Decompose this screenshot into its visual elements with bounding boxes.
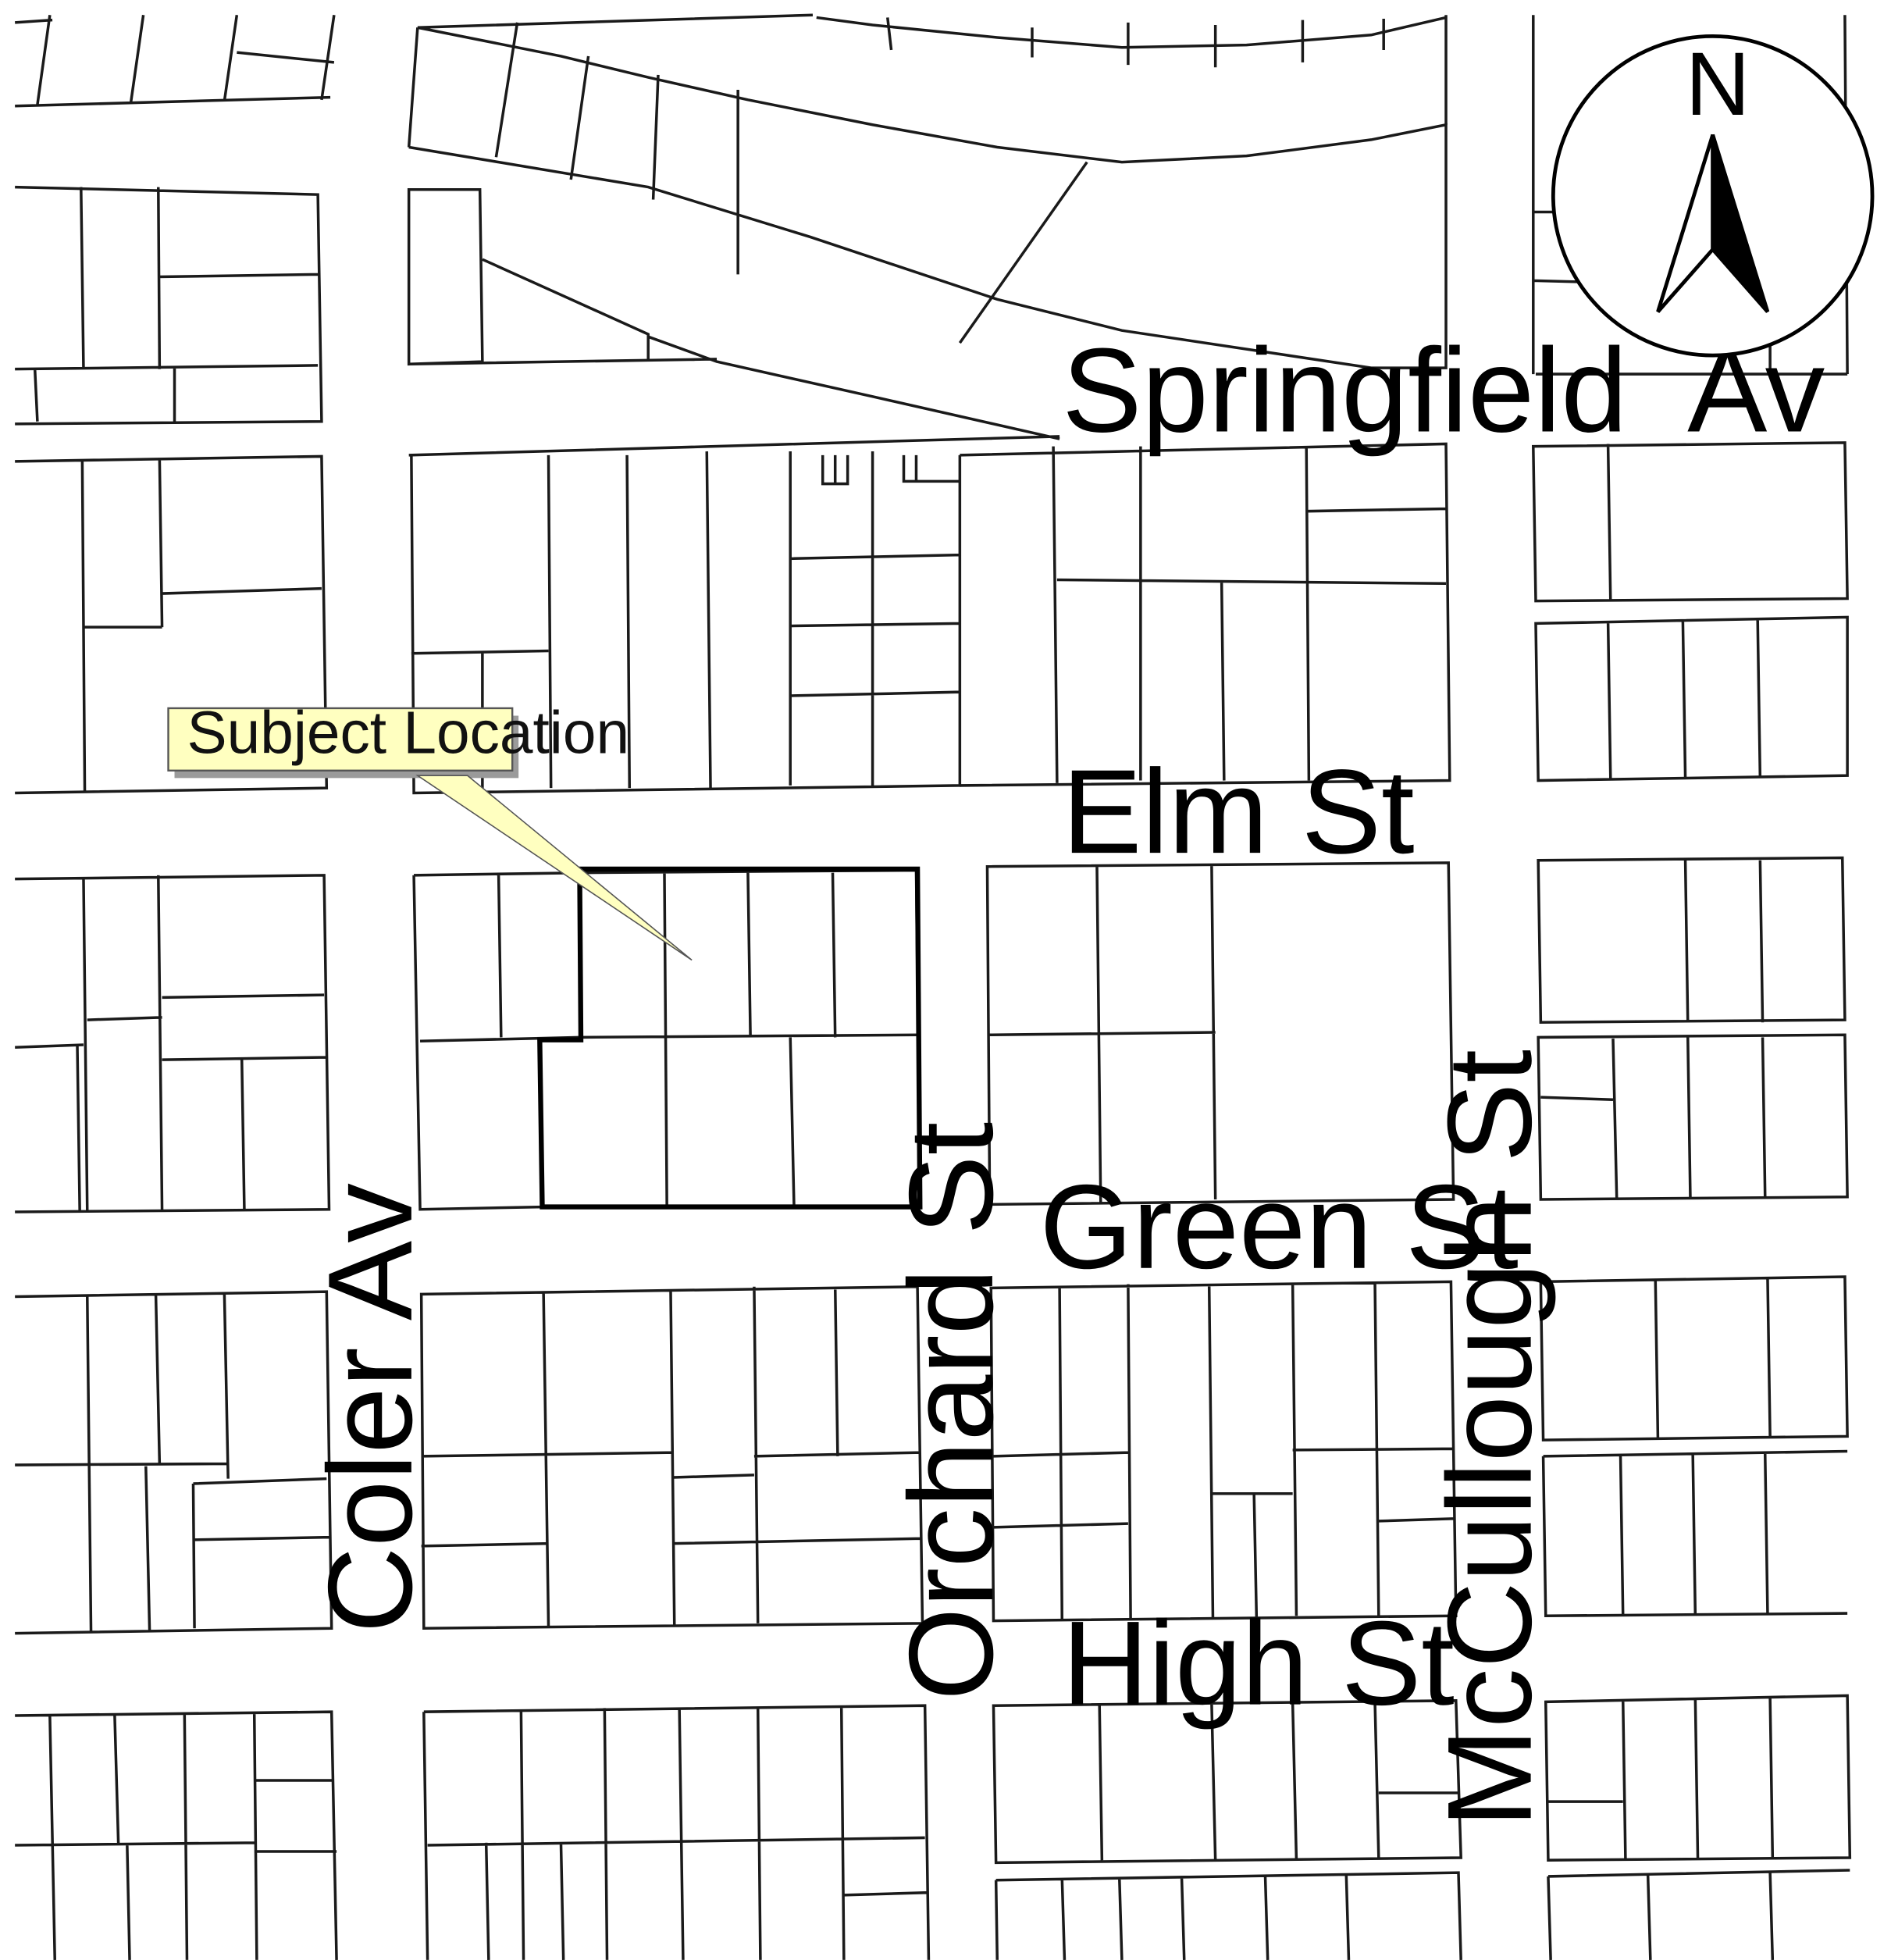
- callout-label: Subject Location: [187, 700, 629, 766]
- mccullough-st-label: McCullough St: [1423, 1049, 1557, 1828]
- coler-av-label: Coler Av: [304, 1183, 437, 1634]
- high-st-label: High St: [1062, 1597, 1455, 1730]
- callout-box: [167, 707, 514, 772]
- subject-location-callout[interactable]: Subject Location: [167, 700, 693, 961]
- compass-north-letter: N: [1686, 34, 1750, 134]
- elm-st-label: Elm St: [1062, 745, 1414, 878]
- subject-parcel-outline[interactable]: [537, 866, 923, 1210]
- green-st-label: Green St: [1040, 1160, 1519, 1294]
- parcel-lines: [15, 13, 1852, 1960]
- north-arrow-icon: [1656, 134, 1770, 313]
- compass: N: [1551, 34, 1875, 358]
- callout-pointer: [415, 775, 693, 961]
- orchard-st-label: Orchard St: [885, 1122, 1018, 1701]
